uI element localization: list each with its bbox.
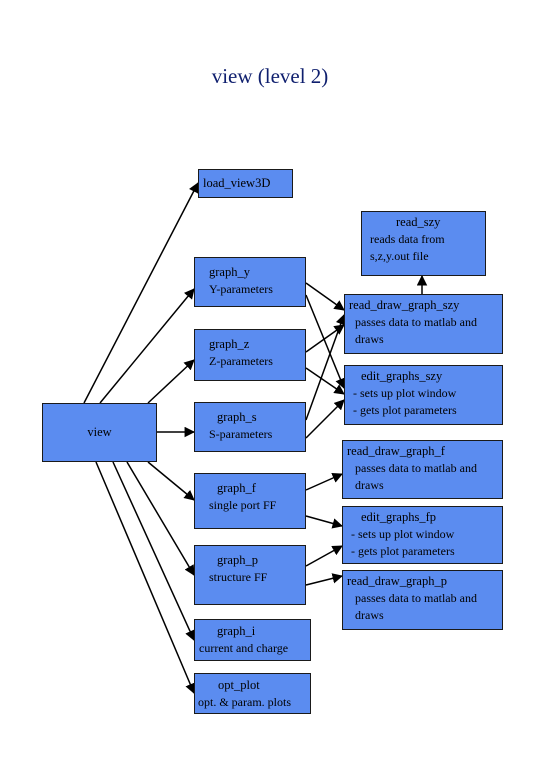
graph-i-title: graph_i bbox=[217, 624, 256, 638]
graph-p-desc: structure FF bbox=[209, 570, 268, 584]
read-draw-graph-p-title: read_draw_graph_p bbox=[347, 574, 447, 588]
arrow-graph-s-to-rdg-szy bbox=[305, 314, 346, 421]
arrow-graph-y-to-rdg-szy bbox=[305, 282, 345, 311]
read-szy-box[interactable]: read_szy reads data from s,z,y.out file bbox=[361, 211, 486, 276]
graph-f-box[interactable]: graph_f single port FF bbox=[194, 473, 306, 529]
graph-i-desc: current and charge bbox=[199, 641, 289, 655]
graph-z-desc: Z-parameters bbox=[209, 354, 273, 368]
graph-i-box[interactable]: graph_i current and charge bbox=[194, 619, 311, 661]
read-draw-graph-f-desc: passes data to matlab and draws bbox=[355, 461, 477, 492]
arrow-graph-f-to-rdg-f bbox=[305, 473, 343, 491]
graph-y-desc: Y-parameters bbox=[209, 282, 273, 296]
read-szy-title: read_szy bbox=[396, 215, 441, 229]
load-view3d-box[interactable]: load_view3D bbox=[198, 169, 293, 198]
graph-p-title: graph_p bbox=[217, 553, 258, 567]
arrow-view-to-load-view3d bbox=[83, 182, 199, 404]
read-draw-graph-p-desc: passes data to matlab and draws bbox=[355, 591, 477, 622]
edit-graphs-fp-box[interactable]: edit_graphs_fp - sets up plot window - g… bbox=[342, 506, 503, 564]
graph-s-title: graph_s bbox=[217, 410, 257, 424]
read-draw-graph-szy-box[interactable]: read_draw_graph_szy passes data to matla… bbox=[344, 294, 503, 354]
arrow-graph-y-to-edit-szy bbox=[305, 294, 346, 389]
opt-plot-box[interactable]: opt_plot opt. & param. plots bbox=[194, 673, 311, 714]
arrow-graph-p-to-edit-fp bbox=[305, 545, 343, 567]
edit-graphs-fp-desc: - sets up plot window - gets plot parame… bbox=[351, 527, 455, 558]
arrow-graph-z-to-edit-szy bbox=[305, 367, 345, 395]
arrow-view-to-graph-y bbox=[99, 288, 195, 404]
arrow-graph-p-to-rdg-p bbox=[305, 573, 344, 586]
arrow-view-to-opt-plot bbox=[95, 461, 196, 694]
load-view3d-title: load_view3D bbox=[203, 176, 271, 190]
graph-z-title: graph_z bbox=[209, 337, 250, 351]
edit-graphs-szy-desc: - sets up plot window - gets plot parame… bbox=[353, 386, 457, 417]
read-draw-graph-f-title: read_draw_graph_f bbox=[347, 444, 445, 458]
edit-graphs-szy-title: edit_graphs_szy bbox=[361, 369, 443, 383]
edit-graphs-szy-box[interactable]: edit_graphs_szy - sets up plot window - … bbox=[344, 365, 503, 425]
graph-f-title: graph_f bbox=[217, 481, 256, 495]
read-draw-graph-szy-title: read_draw_graph_szy bbox=[349, 298, 460, 312]
read-draw-graph-szy-desc: passes data to matlab and draws bbox=[355, 315, 477, 346]
graph-f-desc: single port FF bbox=[209, 498, 277, 512]
arrow-graph-z-to-rdg-szy bbox=[305, 324, 345, 353]
graph-y-box[interactable]: graph_y Y-parameters bbox=[194, 257, 306, 307]
arrow-graph-f-to-edit-fp bbox=[305, 515, 344, 529]
arrow-view-to-graph-z bbox=[147, 359, 195, 404]
read-szy-desc: reads data from s,z,y.out file bbox=[370, 232, 445, 263]
graph-s-desc: S-parameters bbox=[209, 427, 273, 441]
arrow-view-to-graph-f bbox=[147, 461, 195, 501]
graph-y-title: graph_y bbox=[209, 265, 250, 279]
read-draw-graph-f-box[interactable]: read_draw_graph_f passes data to matlab … bbox=[342, 440, 503, 499]
arrow-view-to-graph-i bbox=[112, 461, 195, 641]
graph-z-box[interactable]: graph_z Z-parameters bbox=[194, 329, 306, 381]
read-draw-graph-p-box[interactable]: read_draw_graph_p passes data to matlab … bbox=[342, 570, 503, 630]
graph-p-box[interactable]: graph_p structure FF bbox=[194, 545, 306, 605]
view-title: view bbox=[87, 425, 112, 439]
edit-graphs-fp-title: edit_graphs_fp bbox=[361, 510, 436, 524]
opt-plot-title: opt_plot bbox=[218, 678, 260, 692]
arrow-graph-s-to-edit-szy bbox=[305, 399, 345, 439]
view-box[interactable]: view bbox=[42, 403, 157, 462]
graph-s-box[interactable]: graph_s S-parameters bbox=[194, 402, 306, 452]
diagram-title: view (level 2) bbox=[211, 64, 329, 88]
arrow-view-to-graph-p bbox=[126, 461, 195, 576]
opt-plot-desc: opt. & param. plots bbox=[198, 695, 291, 709]
